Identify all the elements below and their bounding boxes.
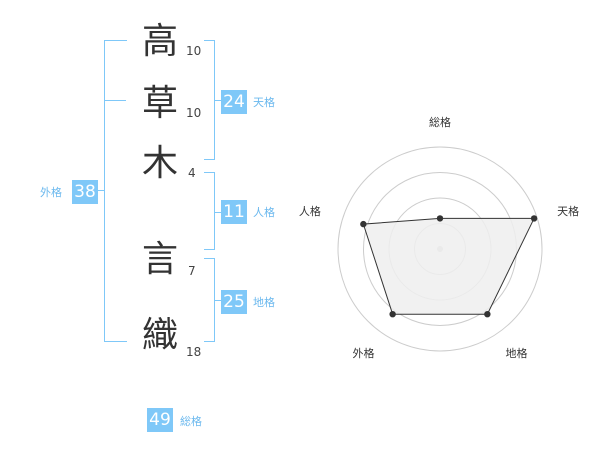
name-char-5: 織 xyxy=(141,315,178,356)
gaikaku-value: 38 xyxy=(72,180,98,204)
chikaku-bracket-tick xyxy=(214,300,222,301)
radar-axis-label-1: 総格 xyxy=(429,115,451,129)
name-char-4: 言 xyxy=(141,239,178,280)
name-char-1: 高 xyxy=(141,21,178,62)
radar-axis-label-4: 外格 xyxy=(352,346,374,360)
name-char-2: 草 xyxy=(141,83,178,124)
name-char-3: 木 xyxy=(141,143,178,184)
radar-axis-label-5: 人格 xyxy=(299,204,321,218)
tenkaku-bracket-tick xyxy=(214,100,222,101)
stroke-count-1: 10 xyxy=(186,44,202,58)
jinkaku-value: 11 xyxy=(221,200,247,224)
soukaku-label: 総格 xyxy=(180,415,202,428)
radar-point-5 xyxy=(360,220,367,228)
radar-axis-label-3: 地格 xyxy=(506,346,528,360)
soukaku-value: 49 xyxy=(147,408,173,432)
radar-point-4 xyxy=(389,310,396,318)
tenkaku-value: 24 xyxy=(221,90,247,114)
stroke-count-4: 7 xyxy=(188,264,196,278)
jinkaku-label: 人格 xyxy=(253,206,275,219)
radar-point-1 xyxy=(436,215,444,222)
gaikaku-label: 外格 xyxy=(40,186,62,199)
radar-grid-ring xyxy=(337,146,543,352)
chikaku-label: 地格 xyxy=(253,296,275,309)
stroke-count-3: 4 xyxy=(188,166,196,180)
jinkaku-bracket xyxy=(204,172,215,250)
radar-area xyxy=(362,217,535,315)
stroke-count-2: 10 xyxy=(186,106,202,120)
stroke-count-5: 18 xyxy=(186,345,202,359)
radar-point-3 xyxy=(484,310,491,318)
chikaku-value: 25 xyxy=(221,290,247,314)
tenkaku-label: 天格 xyxy=(253,96,275,109)
gaikaku-bracket-tick xyxy=(104,100,126,101)
jinkaku-bracket-tick xyxy=(214,212,222,213)
gaikaku-bracket xyxy=(104,40,127,342)
radar-point-2 xyxy=(530,215,538,222)
radar-axis-label-2: 天格 xyxy=(557,204,579,218)
gaikaku-bracket-tick-mid xyxy=(96,190,105,191)
